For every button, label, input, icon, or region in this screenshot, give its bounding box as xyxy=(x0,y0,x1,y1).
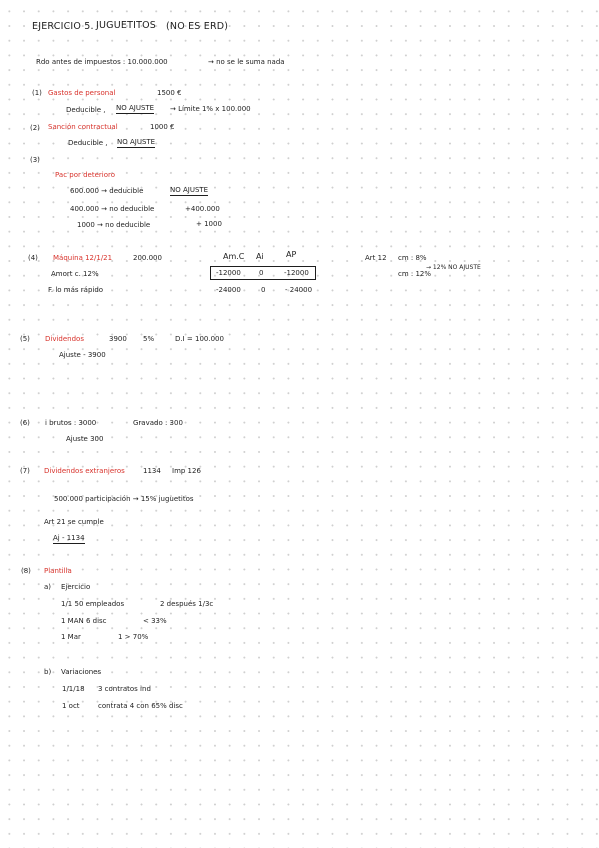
part-b-line-1-a: 1/1/18 xyxy=(62,685,85,693)
part-a-line-1-a: 1/1 50 empleados xyxy=(61,600,125,608)
section-5-di: D.I = 100.000 xyxy=(175,335,224,343)
section-6-label-b: Gravado : 300 xyxy=(133,419,183,427)
part-b-letter: b) xyxy=(44,668,52,676)
section-2-detail-a: Deducible , xyxy=(68,139,108,147)
section-7-number: (7) xyxy=(20,467,30,475)
section-2-detail-b: NO AJUSTE xyxy=(117,138,156,148)
part-b-line-2-b: contrata 4 con 65% disc xyxy=(98,702,183,710)
part-a-line-3-b: 1 > 70% xyxy=(118,633,149,641)
section-5-amount: 3900 xyxy=(109,335,127,343)
section-1-label: Gastos de personal xyxy=(48,89,116,97)
table-header-amc: Am.C xyxy=(223,252,245,261)
table-row-1-ap: -12000 xyxy=(284,269,309,277)
section-7-ajuste: Aj - 1134 xyxy=(53,534,85,544)
section-5-label: Dividendos xyxy=(45,335,84,343)
section-4-line-3: F. lo más rápido xyxy=(48,286,104,294)
table-row-2-amc: -24000 xyxy=(216,286,241,294)
section-3-row-2-b: +400.000 xyxy=(185,205,220,213)
cm-8: cm : 8% xyxy=(398,254,427,262)
section-4-label: Máquina 12/1/21 xyxy=(53,254,113,262)
part-a-line-3-a: 1 Mar xyxy=(61,633,81,641)
part-a-line-1-b: 2 después 1/3c xyxy=(160,600,214,608)
section-2-amount: 1000 € xyxy=(150,123,175,131)
section-7-line-2: 500.000 participación → 15% juguetitos xyxy=(54,495,194,503)
article-ref: Art 12 xyxy=(365,254,387,262)
part-b-line-2-a: 1 oct xyxy=(62,702,80,710)
section-8-number: (8) xyxy=(21,567,31,575)
section-5-ajuste: Ajuste - 3900 xyxy=(59,351,106,359)
section-1-amount: 1500 € xyxy=(157,89,182,97)
rdo-line: Rdo antes de impuestos : 10.000.000 xyxy=(36,58,168,66)
section-7-label: Dividendos extranjeros xyxy=(44,467,125,475)
section-3-row-1-b: NO AJUSTE xyxy=(170,186,209,196)
highlight-box xyxy=(210,266,316,280)
section-4-amount: 200.000 xyxy=(133,254,162,262)
section-6-ajuste: Ajuste 300 xyxy=(66,435,104,443)
section-3-label: Pac por deterioro xyxy=(55,171,116,179)
exercise-number: EJERCICIO 5. xyxy=(32,21,94,32)
part-b-title: Variaciones xyxy=(61,668,102,676)
table-row-1-ai: 0 xyxy=(259,269,264,277)
no-ajuste-note: → 12% NO AJUSTE xyxy=(426,264,481,271)
exercise-note: (NO ES ERD) xyxy=(166,21,229,32)
section-8-label: Plantilla xyxy=(44,567,72,575)
section-2-label: Sanción contractual xyxy=(48,123,118,131)
section-1-number: (1) xyxy=(32,89,42,97)
table-row-1-amc: -12000 xyxy=(216,269,241,277)
rdo-note: → no se le suma nada xyxy=(208,58,285,66)
part-a-line-2-b: < 33% xyxy=(143,617,167,625)
part-b-line-1-b: 3 contratos ind xyxy=(98,685,151,693)
section-6-number: (6) xyxy=(20,419,30,427)
section-3-row-3-a: 1000 → no deducible xyxy=(77,221,151,229)
table-row-2-ai: 0 xyxy=(261,286,266,294)
section-5-number: (5) xyxy=(20,335,30,343)
section-1-detail-b: NO AJUSTE xyxy=(116,104,155,114)
table-header-ap: AP xyxy=(286,250,297,259)
cm-12: cm : 12% xyxy=(398,270,432,278)
section-4-line-2: Amort c. 12% xyxy=(51,270,99,278)
section-2-number: (2) xyxy=(30,124,40,132)
section-6-label-a: i brutos : 3000 xyxy=(45,419,97,427)
section-4-number: (4) xyxy=(28,254,38,262)
part-a-line-2-a: 1 MAN 6 disc xyxy=(61,617,107,625)
section-3-row-3-b: + 1000 xyxy=(196,220,222,228)
part-a-title: Ejercicio xyxy=(61,583,91,591)
section-7-line-3: Art 21 se cumple xyxy=(44,518,104,526)
section-5-percent: 5% xyxy=(143,335,155,343)
exercise-name: JUGUETITOS xyxy=(96,20,156,31)
section-3-number: (3) xyxy=(30,156,40,164)
section-7-amount: 1134 xyxy=(143,467,161,475)
section-1-detail-c: → Límite 1% x 100.000 xyxy=(170,105,251,113)
section-1-detail-a: Deducible , xyxy=(66,106,106,114)
table-row-2-ap: - 24000 xyxy=(285,286,313,294)
section-7-imp: Imp 126 xyxy=(172,467,201,475)
section-3-row-2-a: 400.000 → no deducible xyxy=(70,205,155,213)
part-a-letter: a) xyxy=(44,583,52,591)
table-header-ai: Ai xyxy=(256,252,264,261)
section-3-row-1-a: 600.000 → deducible xyxy=(70,187,144,195)
